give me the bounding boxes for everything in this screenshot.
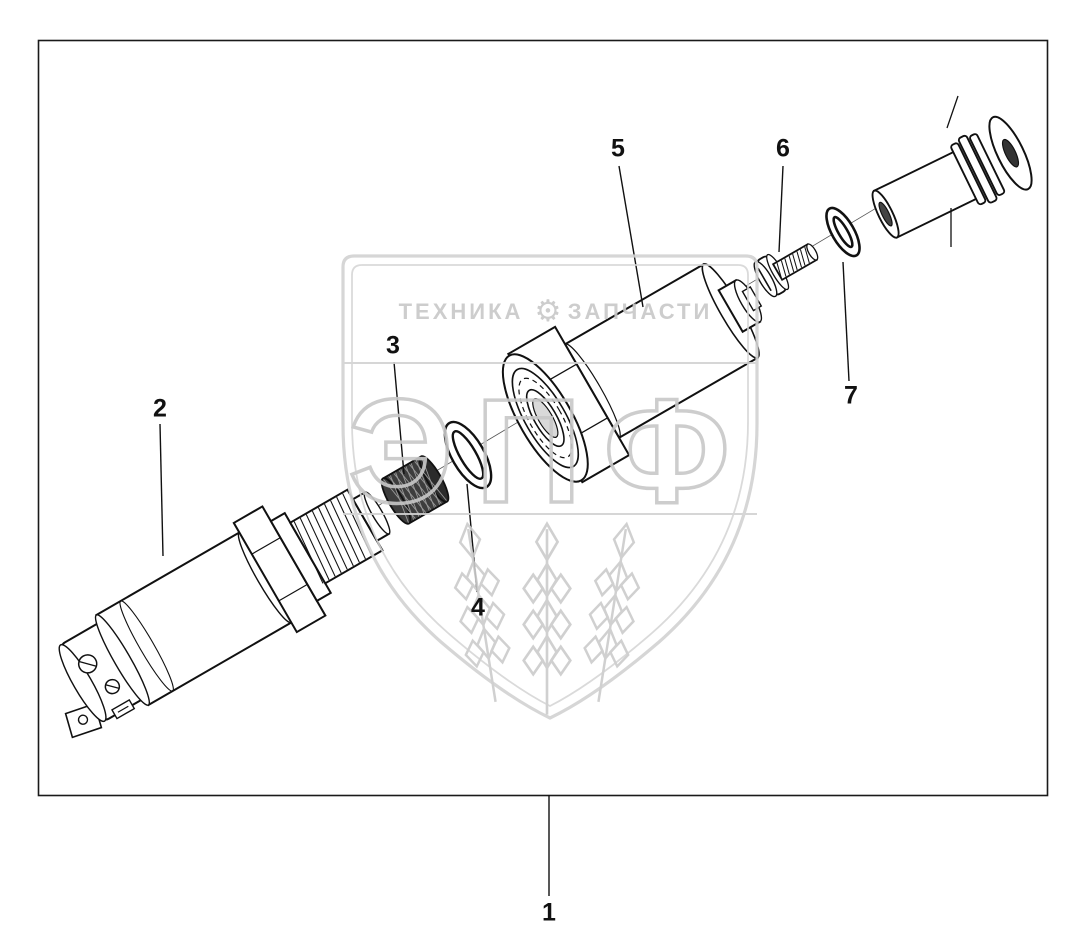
sleeve-bore-hole: [878, 201, 893, 227]
part-label-5: 5: [611, 134, 625, 163]
part-6-screw: [753, 242, 819, 298]
watermark-logo-text: ЭПФ: [348, 369, 752, 534]
part-label-3: 3: [386, 331, 400, 360]
part-label-7: 7: [844, 381, 858, 410]
gear-icon: ⚙: [535, 295, 562, 328]
bracket-hole: [77, 714, 89, 725]
part-label-2: 2: [153, 394, 167, 423]
part-label-6: 6: [776, 134, 790, 163]
part-sleeve-washer: [871, 115, 1033, 239]
part-label-4: 4: [471, 593, 485, 622]
watermark-text-right: ЗАПЧАСТИ: [568, 299, 713, 324]
leader-lines: [159, 165, 850, 896]
watermark-shield-inner: [351, 264, 749, 708]
watermark-shield-outer: [341, 254, 759, 720]
leader-tick-top: [946, 95, 959, 129]
part-label-1: 1: [542, 898, 556, 927]
watermark-text-left: ТЕХНИКА: [399, 299, 524, 324]
part-4-o-ring: [443, 420, 493, 490]
thread-hatch: [776, 246, 810, 280]
screw-slot: [757, 267, 772, 292]
washer-hole: [1001, 138, 1020, 168]
knurl-hatch: [383, 457, 447, 523]
part-2-solenoid: [58, 488, 391, 739]
watermark: ТЕХНИКА ⚙ ЗАПЧАСТИ ЭПФ: [341, 254, 759, 720]
part-7-o-ring: [825, 206, 861, 258]
part-3-knurled-plug: [380, 455, 450, 525]
